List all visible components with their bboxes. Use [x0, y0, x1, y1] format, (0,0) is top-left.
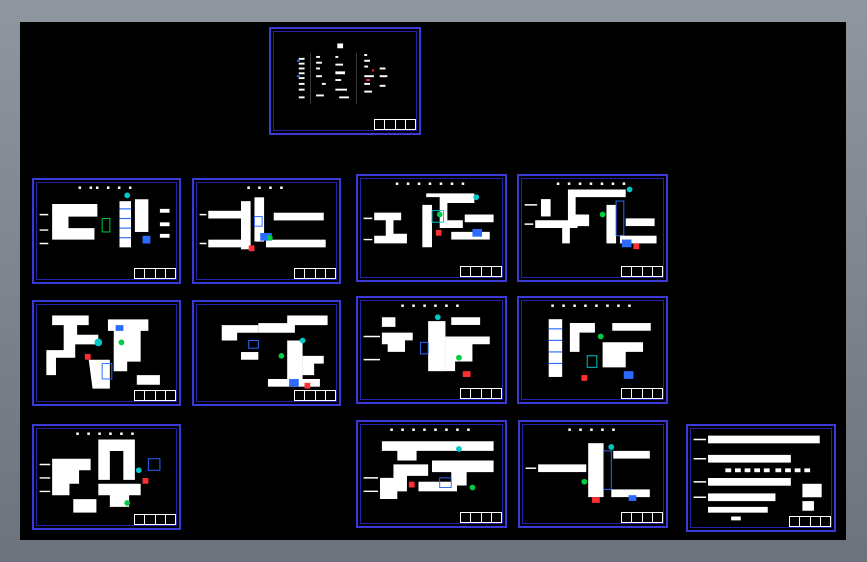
drawing-sheet-8[interactable]: ▪ ▪ ▪ ▪ ▪ ▪ ▪ ▪	[517, 296, 668, 404]
sheet-title-mark: ▪ ▪▪ ▪ ▪ ▪	[78, 185, 135, 191]
sheet-9-diagram	[39, 439, 161, 513]
drawing-sheet-2[interactable]: ▪ ▪ ▪ ▪	[192, 178, 341, 284]
title-block	[460, 512, 502, 523]
title-block	[621, 266, 663, 277]
title-block	[621, 388, 663, 399]
legend-diagram	[693, 435, 822, 521]
title-block	[134, 390, 176, 401]
drawing-sheet-1[interactable]: ▪ ▪▪ ▪ ▪ ▪	[32, 178, 181, 284]
sheet-title-mark: ▪ ▪ ▪ ▪ ▪ ▪	[75, 431, 138, 437]
sheet-8-diagram	[548, 319, 651, 381]
title-block	[374, 119, 416, 130]
drawing-sheet-10[interactable]: ▪ ▪ ▪ ▪ ▪ ▪ ▪ ▪	[356, 420, 507, 528]
drawing-sheet-5[interactable]	[32, 300, 181, 406]
cad-model-space[interactable]: ▪ ▪▪ ▪ ▪ ▪ ▪ ▪ ▪ ▪	[20, 22, 846, 540]
sheet-title-mark: ▪ ▪ ▪ ▪ ▪ ▪ ▪ ▪	[550, 303, 635, 309]
cover-contents	[296, 43, 388, 105]
title-block	[460, 388, 502, 399]
sheet-6-diagram	[221, 315, 328, 389]
title-block	[460, 266, 502, 277]
drawing-sheet-3[interactable]: ▪ ▪ ▪ ▪ ▪ ▪ ▪	[356, 174, 507, 282]
sheet-7-diagram	[363, 314, 490, 377]
sheet-1-diagram	[39, 192, 170, 248]
sheet-2-diagram	[199, 197, 326, 252]
sheet-4-diagram	[524, 186, 657, 250]
drawing-sheet-7[interactable]: ▪ ▪ ▪ ▪ ▪ ▪	[356, 296, 507, 404]
drawing-sheet-4[interactable]: ▪ ▪ ▪ ▪ ▪ ▪ ▪	[517, 174, 668, 282]
sheet-3-diagram	[363, 193, 494, 248]
drawing-sheet-6[interactable]	[192, 300, 341, 406]
title-block	[294, 390, 336, 401]
title-block	[134, 268, 176, 279]
drawing-sheet-9[interactable]: ▪ ▪ ▪ ▪ ▪ ▪	[32, 424, 181, 530]
sheet-5-diagram	[46, 315, 160, 389]
sheet-title-mark: ▪ ▪ ▪ ▪ ▪	[567, 427, 619, 433]
title-block	[294, 268, 336, 279]
drawing-sheet-cover[interactable]	[269, 27, 421, 135]
drawing-sheet-11[interactable]: ▪ ▪ ▪ ▪ ▪	[518, 420, 668, 528]
sheet-title-mark: ▪ ▪ ▪ ▪ ▪ ▪ ▪	[556, 181, 629, 187]
sheet-title-mark: ▪ ▪ ▪ ▪ ▪ ▪ ▪ ▪	[389, 427, 474, 433]
title-block	[134, 514, 176, 525]
sheet-title-mark: ▪ ▪ ▪ ▪ ▪ ▪ ▪	[395, 181, 468, 187]
title-block	[789, 516, 831, 527]
title-block	[621, 512, 663, 523]
sheet-title-mark: ▪ ▪ ▪ ▪ ▪ ▪	[400, 303, 463, 309]
sheet-title-mark: ▪ ▪ ▪ ▪	[246, 185, 287, 191]
sheet-10-diagram	[363, 441, 494, 500]
drawing-sheet-legend[interactable]	[686, 424, 836, 532]
sheet-11-diagram	[525, 443, 650, 503]
